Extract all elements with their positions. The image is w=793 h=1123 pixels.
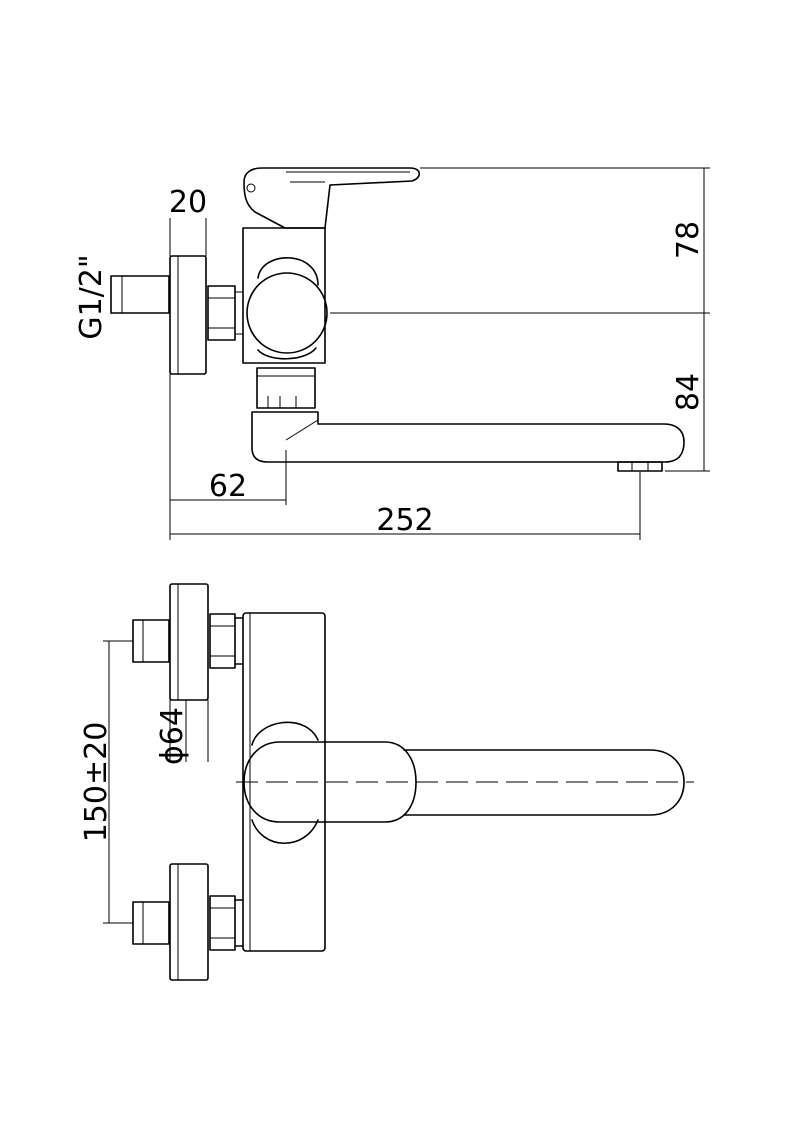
dimension-phi64-label: ϕ64 xyxy=(155,707,190,765)
lever-handle xyxy=(243,167,421,229)
dimension-20: 20 xyxy=(169,185,207,256)
inlet-pipe xyxy=(110,275,170,314)
dimension-62: 62 xyxy=(169,374,287,540)
wall-flange xyxy=(169,255,207,375)
dimension-252: 252 xyxy=(170,472,641,540)
side-view: 20 G1/2" 78 84 62 252 xyxy=(74,167,710,540)
spout xyxy=(251,411,685,472)
dimension-vertical: 78 84 xyxy=(330,167,710,472)
dimension-phi64: ϕ64 xyxy=(155,700,209,765)
lower-connection xyxy=(132,863,244,981)
lever-front xyxy=(243,741,417,823)
upper-connection xyxy=(132,583,244,701)
thread-label: G1/2" xyxy=(74,254,109,339)
dimension-150: 150±20 xyxy=(79,640,133,924)
spout-coupling xyxy=(256,367,316,409)
dimension-20-label: 20 xyxy=(169,185,207,220)
dimension-78-label: 78 xyxy=(671,221,706,259)
spout-front xyxy=(236,749,694,816)
dimension-150-label: 150±20 xyxy=(79,722,114,843)
mixer-body xyxy=(242,227,328,364)
dimension-252-label: 252 xyxy=(376,503,433,538)
front-view: ϕ64 150±20 xyxy=(79,583,694,981)
hex-nut xyxy=(207,285,243,341)
dimension-84-label: 84 xyxy=(671,373,706,411)
dimension-62-label: 62 xyxy=(209,469,247,504)
